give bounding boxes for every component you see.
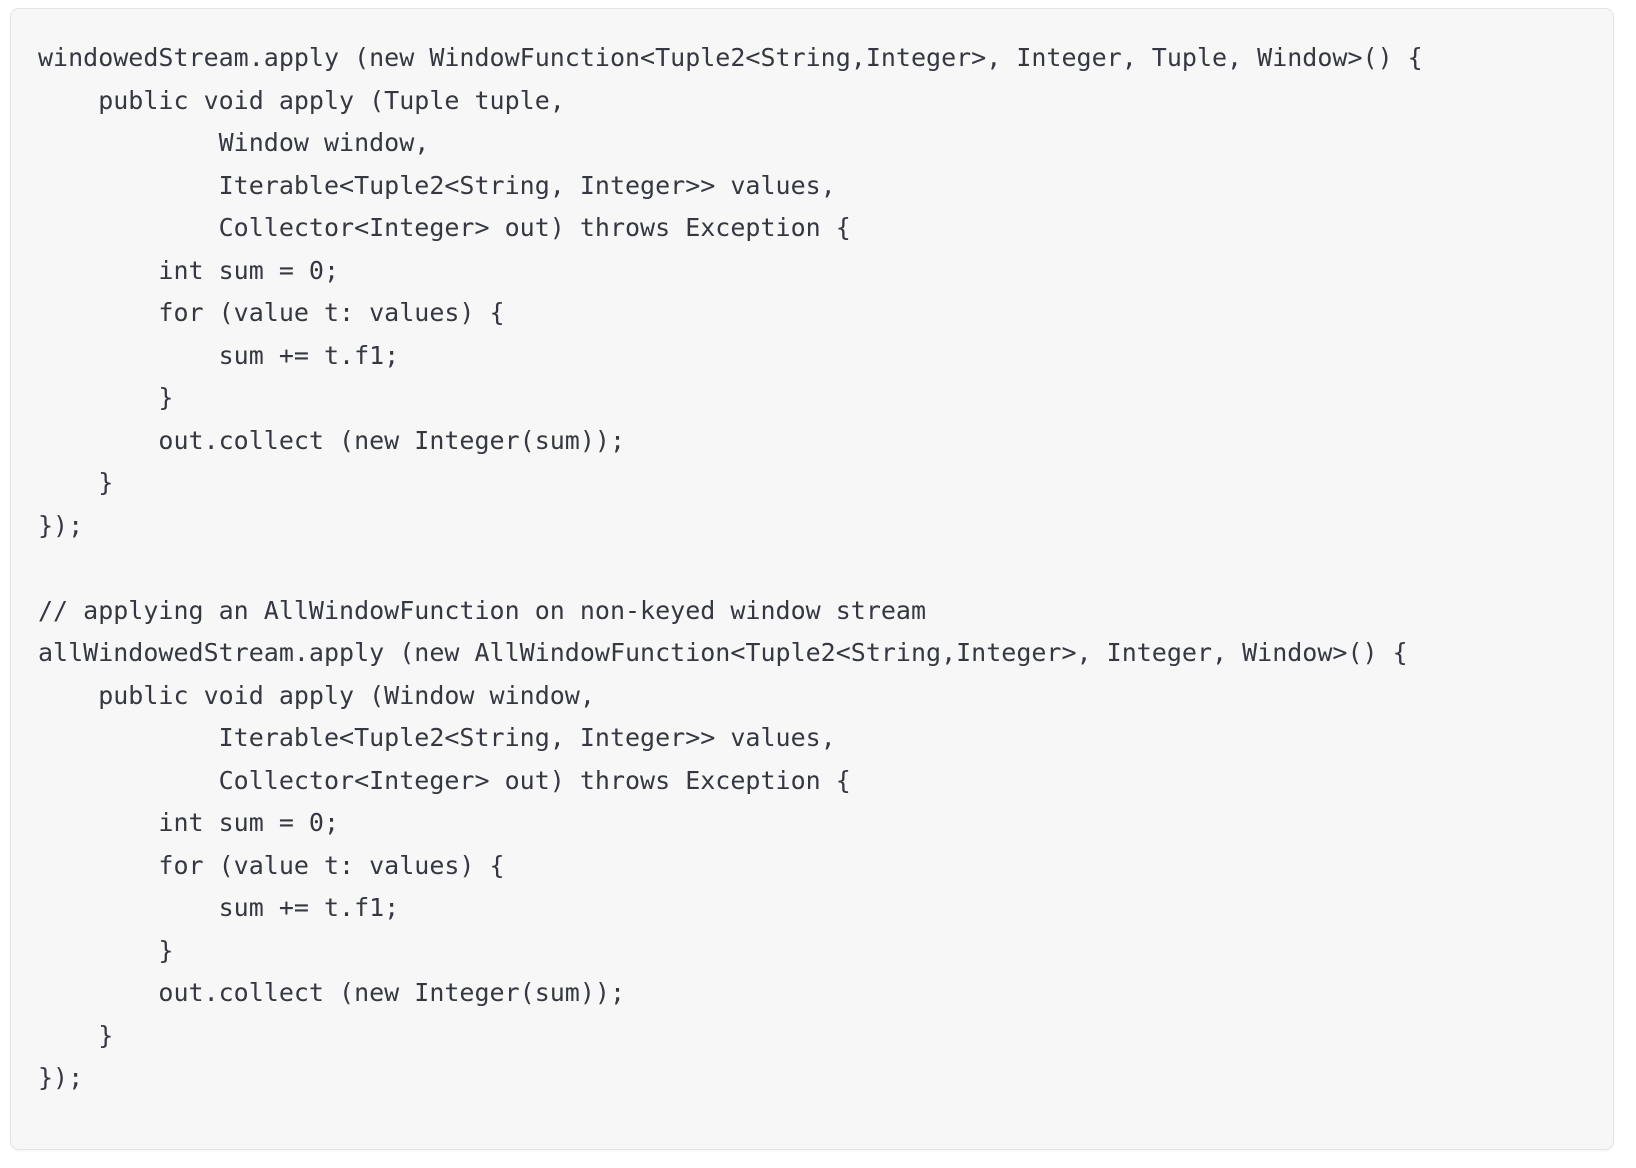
code-line: out.collect (new Integer(sum)); (38, 978, 625, 1007)
code-line: sum += t.f1; (38, 893, 400, 922)
code-line: windowedStream.apply (new WindowFunction… (38, 43, 1423, 72)
code-line: for (value t: values) { (38, 850, 505, 880)
code-line: }); (38, 1063, 84, 1092)
code-line: // applying an AllWindowFunction on non-… (38, 595, 927, 625)
code-line: sum += t.f1; (38, 340, 400, 370)
code-line: }); (38, 510, 84, 540)
code-line: int sum = 0; (38, 255, 340, 285)
code-line: Collector<Integer> out) throws Exception… (38, 765, 851, 795)
code-snippet-card: windowedStream.apply (new WindowFunction… (10, 8, 1614, 1150)
code-line: int sum = 0; (38, 808, 340, 837)
code-line: } (38, 935, 174, 965)
code-line: Window window, (38, 128, 430, 157)
code-line: } (38, 1020, 114, 1050)
code-block[interactable]: windowedStream.apply (new WindowFunction… (11, 9, 1613, 1126)
code-line: Iterable<Tuple2<String, Integer>> values… (38, 170, 836, 200)
code-line: for (value t: values) { (38, 298, 505, 327)
code-line: } (38, 383, 174, 412)
code-line: Collector<Integer> out) throws Exception… (38, 213, 851, 242)
code-line: allWindowedStream.apply (new AllWindowFu… (38, 638, 1408, 667)
code-line: public void apply (Window window, (38, 680, 595, 710)
code-line: } (38, 468, 114, 497)
code-line (38, 547, 1587, 590)
code-line: Iterable<Tuple2<String, Integer>> values… (38, 723, 836, 752)
code-line: out.collect (new Integer(sum)); (38, 425, 625, 455)
code-line: public void apply (Tuple tuple, (38, 85, 565, 115)
